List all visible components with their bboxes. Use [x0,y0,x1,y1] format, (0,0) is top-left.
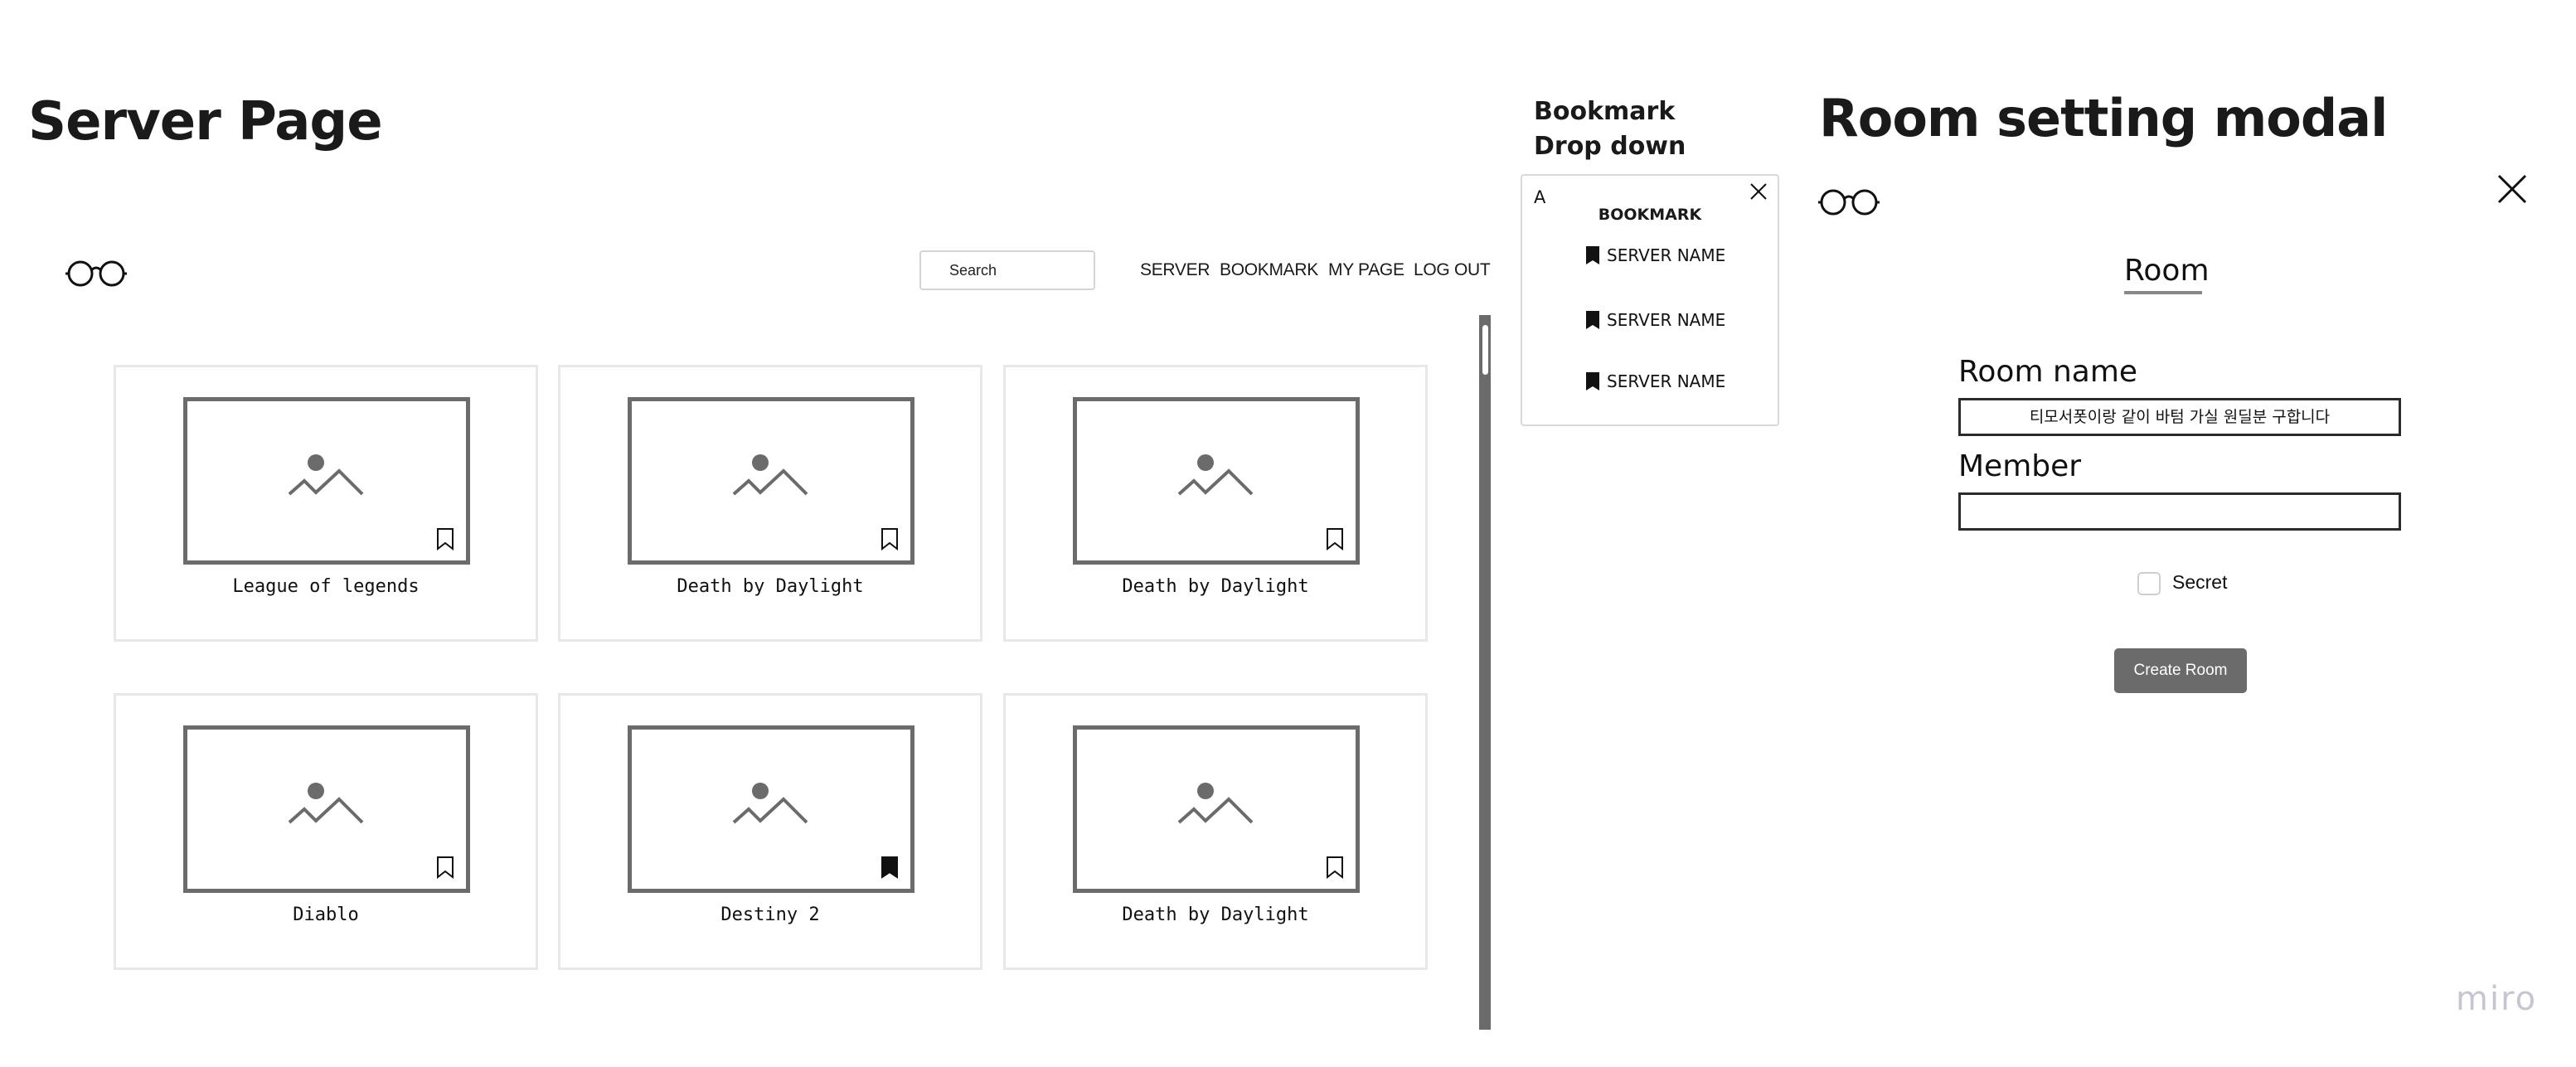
server-name: Death by Daylight [1122,576,1309,597]
nav-bookmark[interactable]: BOOKMARK [1220,260,1318,279]
bookmark-outline-icon[interactable] [436,527,454,550]
frame-title-line-1: Bookmark [1534,97,1676,126]
server-name: Destiny 2 [720,905,820,925]
bookmark-dropdown: A BOOKMARK SERVER NAME SERVER NAME SERVE… [1521,174,1779,426]
bookmark-outline-icon[interactable] [436,856,454,879]
server-card[interactable]: Diablo [114,693,538,970]
bookmark-filled-icon[interactable] [880,856,899,879]
server-card[interactable]: Death by Daylight [1003,365,1428,642]
create-room-button-label: Create Room [2133,662,2228,679]
server-name: Death by Daylight [677,576,864,597]
scrollbar-thumb[interactable] [1482,325,1488,375]
server-thumbnail [183,397,470,565]
server-name: Diablo [293,905,359,925]
tab-active-underline [2124,291,2202,294]
image-placeholder-icon [288,783,364,824]
search-placeholder: Search [949,262,997,279]
bookmark-filled-icon [1586,246,1599,264]
glasses-logo-icon [1818,189,1880,216]
nav-my-page[interactable]: MY PAGE [1328,260,1404,279]
dropdown-title: BOOKMARK [1598,206,1702,224]
server-thumbnail [1073,725,1360,893]
scrollbar-track[interactable] [1479,315,1491,1030]
room-modal-frame-title: Room setting modal [1819,88,2388,148]
bookmark-outline-icon[interactable] [1326,856,1344,879]
search-input[interactable]: Search [919,250,1095,290]
server-name: League of legends [232,576,420,597]
nav-log-out[interactable]: LOG OUT [1414,260,1491,279]
room-name-label: Room name [1958,355,2138,389]
bookmark-filled-icon [1586,372,1599,390]
secret-label: Secret [2172,571,2228,593]
glasses-logo-icon[interactable] [65,259,128,287]
image-placeholder-icon [732,783,808,824]
server-name: Death by Daylight [1122,905,1309,925]
server-card[interactable]: Destiny 2 [558,693,982,970]
create-room-button[interactable]: Create Room [2114,648,2247,693]
image-placeholder-icon [1177,783,1254,824]
dropdown-corner-letter: A [1534,187,1546,207]
image-placeholder-icon [732,454,808,496]
room-name-input[interactable]: 티모서폿이랑 같이 바텀 가실 원딜분 구합니다 [1958,398,2401,436]
bookmark-item-label: SERVER NAME [1607,371,1726,391]
server-thumbnail [628,725,914,893]
server-card[interactable]: Death by Daylight [558,365,982,642]
server-thumbnail [628,397,914,565]
nav-server[interactable]: SERVER [1140,260,1210,279]
server-card[interactable]: League of legends [114,365,538,642]
close-icon[interactable] [1749,182,1768,201]
bookmark-outline-icon[interactable] [1326,527,1344,550]
server-thumbnail [1073,397,1360,565]
close-icon[interactable] [2497,174,2527,204]
bookmark-list-item[interactable]: SERVER NAME [1585,244,1725,267]
bookmark-outline-icon[interactable] [880,527,899,550]
bookmark-list-item[interactable]: SERVER NAME [1585,370,1725,393]
server-page-frame-title: Server Page [28,91,383,153]
bookmark-filled-icon [1586,311,1599,329]
miro-watermark: miro [2456,980,2538,1018]
bookmark-item-label: SERVER NAME [1607,310,1726,330]
bookmark-dropdown-frame-title: Bookmark Drop down [1534,95,1686,164]
server-card[interactable]: Death by Daylight [1003,693,1428,970]
member-input[interactable] [1958,492,2401,531]
bookmark-list-item[interactable]: SERVER NAME [1585,308,1725,332]
secret-checkbox[interactable] [2137,572,2161,595]
tab-room[interactable]: Room [2124,254,2210,288]
image-placeholder-icon [1177,454,1254,496]
frame-title-line-2: Drop down [1534,132,1686,161]
server-thumbnail [183,725,470,893]
image-placeholder-icon [288,454,364,496]
bookmark-item-label: SERVER NAME [1607,245,1726,265]
member-label: Member [1958,449,2082,483]
